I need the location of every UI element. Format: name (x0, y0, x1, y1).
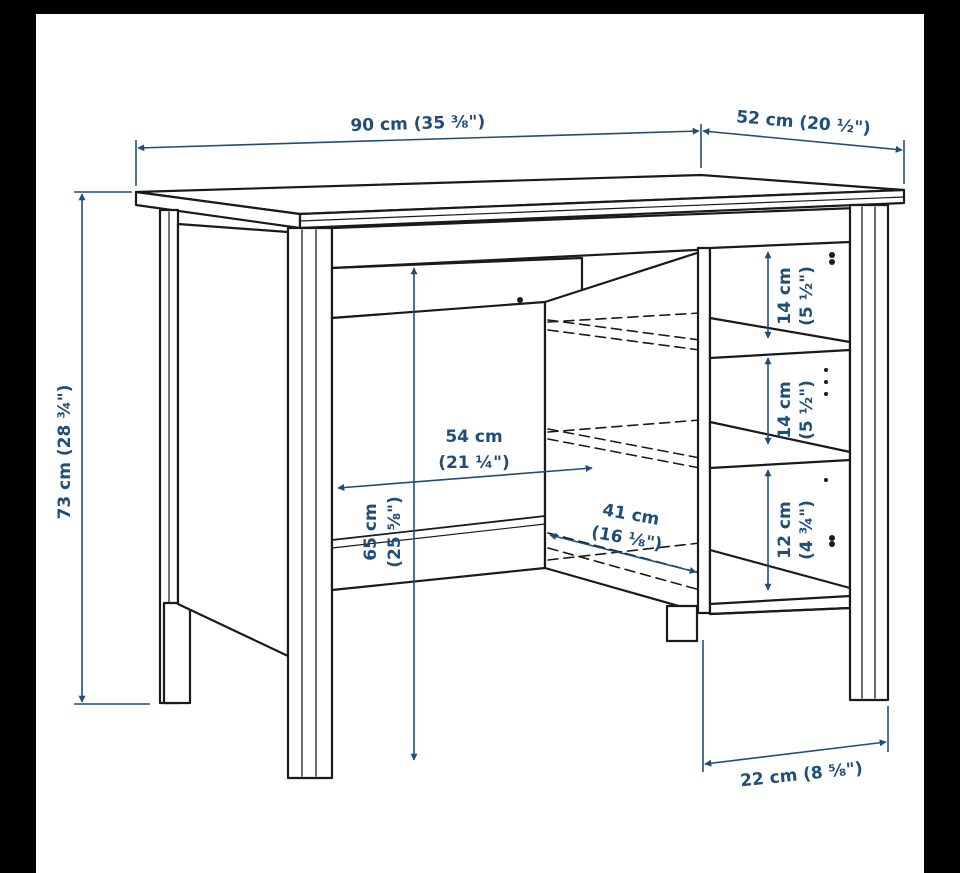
legroom-width-line (337, 465, 593, 491)
shelf-depth-line (549, 533, 697, 574)
back-panel-rail-lower (331, 523, 546, 549)
shelf-top-in-label: (5 ½") (797, 266, 817, 326)
width-dimension-line (137, 127, 700, 152)
unit-width-dimension-line (704, 739, 887, 767)
shelf-unit-bottom-edge (708, 606, 852, 616)
front-left-leg (286, 226, 334, 780)
legroom-width-cm-label: 54 cm (445, 427, 502, 447)
shelf-unit-front-stile (696, 246, 712, 615)
legroom-height-in-label: (25 ⅝") (385, 496, 405, 568)
shelf-top-cm-label: 14 cm (775, 267, 795, 324)
shelf-middle-in-label: (5 ½") (797, 380, 817, 440)
height-label: 73 cm (28 ¾") (55, 385, 75, 520)
width-label: 90 cm (35 ⅜") (350, 112, 485, 136)
back-left-leg-foot (162, 601, 192, 705)
shelf-bottom-cm-label: 12 cm (775, 501, 795, 558)
desktop-edge-detail (299, 196, 905, 222)
dimension-lines (74, 124, 905, 772)
left-side-panel (176, 222, 290, 658)
desk-drawing (134, 173, 906, 780)
depth-dimension-line (702, 128, 903, 153)
drawer-knob (517, 297, 523, 303)
shelf-pin-holes (824, 252, 835, 547)
shelf-bottom-in-label: (4 ¾") (797, 500, 817, 560)
shelf-unit-foot (665, 604, 699, 643)
legroom-width-in-label: (21 ¼") (438, 453, 510, 473)
back-panel-rail (331, 515, 546, 541)
front-right-leg (848, 203, 890, 702)
legroom-height-cm-label: 65 cm (361, 503, 381, 560)
shelf-middle-cm-label: 14 cm (775, 381, 795, 438)
